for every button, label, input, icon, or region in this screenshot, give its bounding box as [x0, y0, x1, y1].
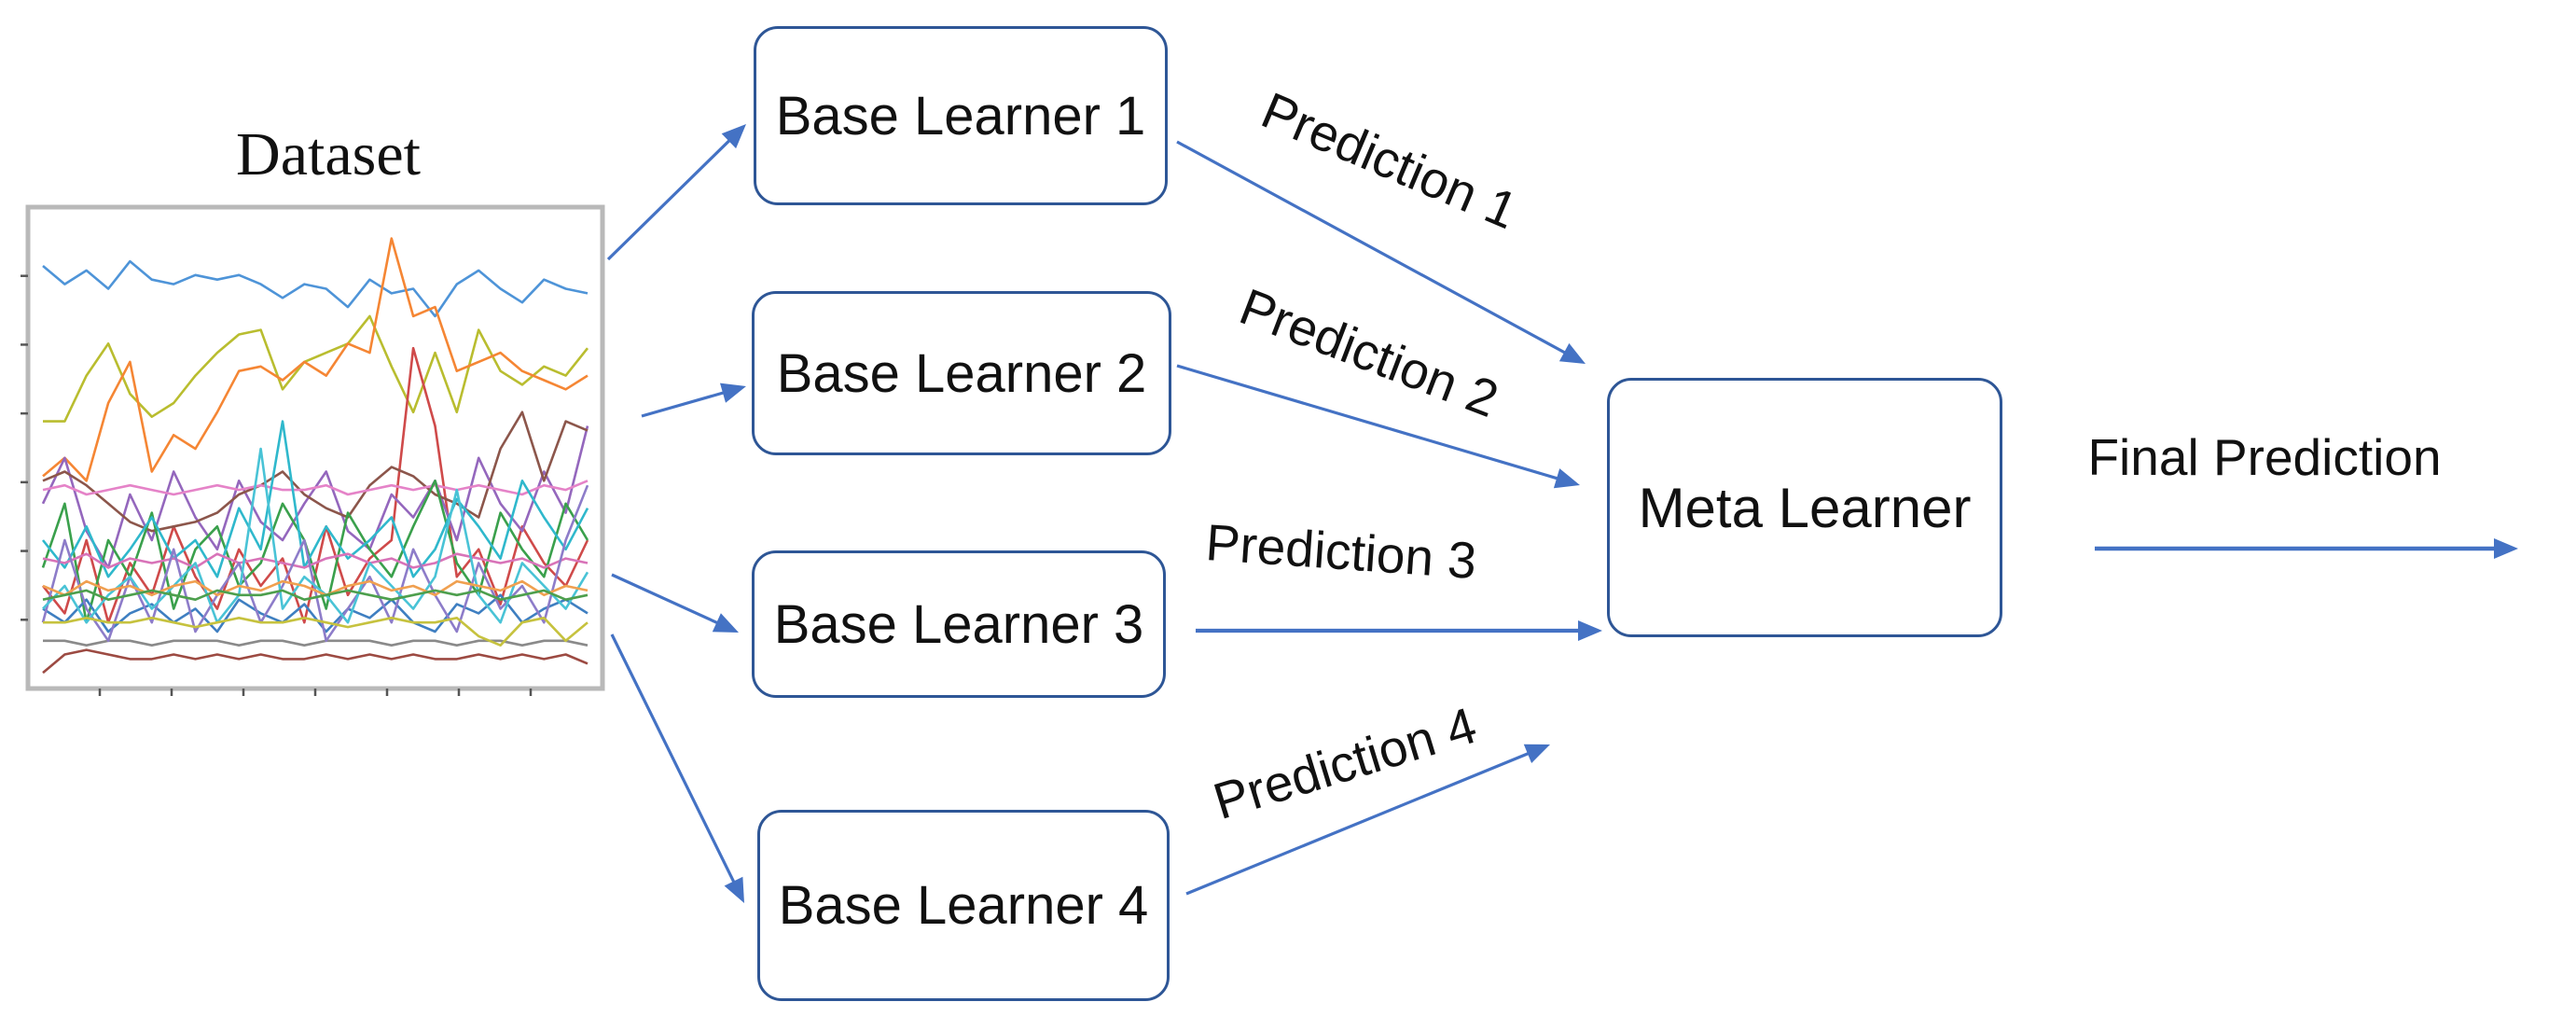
- dataset-plot-series-0: [42, 259, 589, 318]
- base-learner-1-label: Base Learner 1: [775, 85, 1146, 146]
- base-learner-2-box: Base Learner 2: [752, 291, 1171, 455]
- dataset-plot-series-9: [42, 552, 589, 569]
- meta-learner-label: Meta Learner: [1638, 476, 1972, 539]
- dataset-plot-canvas: [21, 204, 605, 696]
- dataset-plot-series-16: [42, 589, 589, 602]
- base-learner-2-label: Base Learner 2: [776, 342, 1147, 404]
- prediction-4-label: Prediction 4: [1207, 695, 1483, 831]
- dataset-plot-series-2: [42, 237, 589, 482]
- base-learner-4-box: Base Learner 4: [757, 810, 1170, 1001]
- base-learner-1-box: Base Learner 1: [754, 26, 1168, 205]
- dataset-label: Dataset: [236, 120, 421, 188]
- arrow-dataset-to-base-learner-4: [610, 633, 744, 903]
- prediction-1-label: Prediction 1: [1253, 80, 1526, 241]
- dataset-plot: [15, 202, 612, 702]
- arrow-final-prediction: [2095, 538, 2518, 559]
- dataset-plot-series-17: [43, 616, 589, 647]
- base-learner-3-label: Base Learner 3: [773, 593, 1144, 655]
- dataset-plot-series-10: [42, 593, 589, 633]
- dataset-plot-series-6: [42, 480, 589, 496]
- arrow-dataset-to-base-learner-2: [641, 383, 746, 418]
- dataset-plot-series-8: [41, 420, 589, 578]
- prediction-2-label: Prediction 2: [1232, 277, 1506, 428]
- dataset-plot-series-11: [43, 639, 589, 647]
- dataset-plot-series-5: [42, 411, 589, 533]
- dataset-plot-series-14: [42, 447, 589, 624]
- dataset-plot-series-15: [42, 579, 589, 597]
- dataset-plot-series-12: [42, 648, 589, 675]
- base-learner-4-label: Base Learner 4: [778, 875, 1149, 936]
- arrow-dataset-to-base-learner-1: [606, 124, 746, 261]
- dataset-plot-series-1: [43, 314, 589, 423]
- dataset-plot-series-7: [41, 479, 589, 624]
- base-learner-3-box: Base Learner 3: [752, 550, 1166, 698]
- arrow-dataset-to-base-learner-3: [611, 573, 739, 633]
- final-prediction-label: Final Prediction: [2087, 428, 2442, 486]
- prediction-3-label: Prediction 3: [1203, 512, 1479, 591]
- meta-learner-box: Meta Learner: [1607, 378, 2002, 637]
- arrow-prediction-3: [1196, 620, 1602, 641]
